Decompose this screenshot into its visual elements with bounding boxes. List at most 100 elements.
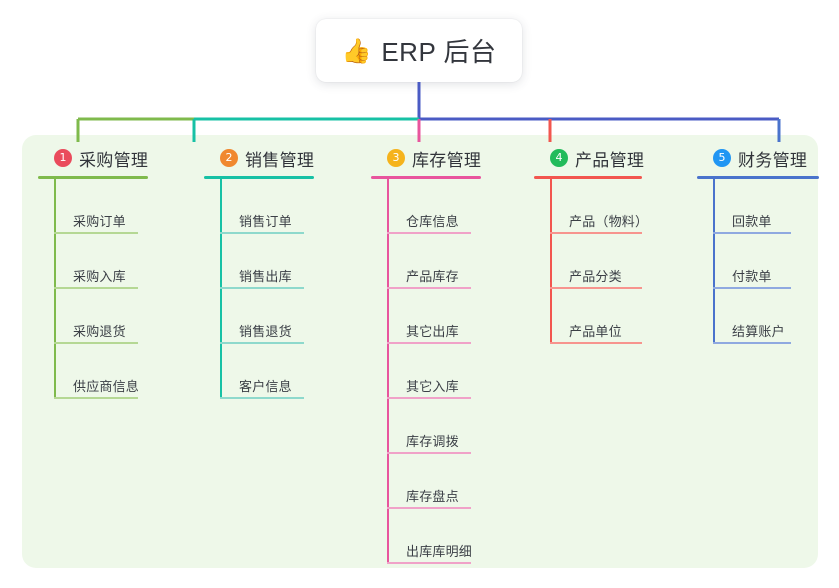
branch-item-underline bbox=[713, 287, 791, 289]
root-node-erp-backend[interactable]: 👍 ERP 后台 bbox=[316, 19, 522, 82]
branch-item-label: 其它入库 bbox=[406, 379, 459, 394]
branch-items: 仓库信息产品库存其它出库其它入库库存调拨库存盘点出库库明细 bbox=[371, 179, 531, 564]
branch-title: 采购管理 bbox=[79, 150, 149, 170]
branch-item-label: 其它出库 bbox=[406, 324, 459, 339]
branch-header-2[interactable]: 2 销售管理 bbox=[204, 146, 364, 170]
branch-item-underline bbox=[387, 287, 471, 289]
branch-item-underline bbox=[54, 397, 138, 399]
branch-item[interactable]: 采购入库 bbox=[38, 234, 198, 289]
branch-item[interactable]: 付款单 bbox=[697, 234, 837, 289]
branch-item-label: 仓库信息 bbox=[406, 214, 459, 229]
branch-number-badge: 4 bbox=[550, 149, 568, 167]
branch-item-underline bbox=[387, 507, 471, 509]
branch-item-underline bbox=[387, 452, 471, 454]
branch-item-label: 产品（物料） bbox=[569, 214, 649, 229]
branch-item[interactable]: 结算账户 bbox=[697, 289, 837, 344]
branch-items: 产品（物料） 产品分类产品单位 bbox=[534, 179, 692, 344]
branch-item[interactable]: 库存调拨 bbox=[371, 399, 531, 454]
branch-item[interactable]: 销售出库 bbox=[204, 234, 364, 289]
branch-item-label: 回款单 bbox=[732, 214, 772, 229]
branch-item[interactable]: 产品库存 bbox=[371, 234, 531, 289]
branch-spine bbox=[387, 179, 389, 564]
branch-item-underline bbox=[713, 232, 791, 234]
branch-item-label: 产品单位 bbox=[569, 324, 622, 339]
branch-number-badge: 2 bbox=[220, 149, 238, 167]
branch-header-1[interactable]: 1 采购管理 bbox=[38, 146, 198, 170]
branch-spine bbox=[220, 179, 222, 399]
branch-item[interactable]: 产品单位 bbox=[534, 289, 692, 344]
branch-spine bbox=[54, 179, 56, 399]
branch-underline bbox=[204, 176, 314, 179]
branch-underline bbox=[534, 176, 642, 179]
branch-number-badge: 5 bbox=[713, 149, 731, 167]
branch-item-label: 销售出库 bbox=[239, 269, 292, 284]
branch-item-label: 库存调拨 bbox=[406, 434, 459, 449]
branch-item-label: 产品分类 bbox=[569, 269, 622, 284]
branch-title: 库存管理 bbox=[412, 150, 482, 170]
branch-item[interactable]: 出库库明细 bbox=[371, 509, 531, 564]
branch-item[interactable]: 其它入库 bbox=[371, 344, 531, 399]
branch-item-label: 结算账户 bbox=[732, 324, 785, 339]
branch-item[interactable]: 销售退货 bbox=[204, 289, 364, 344]
branch-item-underline bbox=[713, 342, 791, 344]
branch-item-label: 客户信息 bbox=[239, 379, 292, 394]
branch-column-4: 4 产品管理产品（物料） 产品分类产品单位 bbox=[534, 146, 692, 344]
branch-items: 回款单付款单结算账户 bbox=[697, 179, 837, 344]
branch-title: 销售管理 bbox=[245, 150, 315, 170]
branch-title: 财务管理 bbox=[738, 150, 808, 170]
branch-item-label: 产品库存 bbox=[406, 269, 459, 284]
branch-item-label: 销售订单 bbox=[239, 214, 292, 229]
branch-item[interactable]: 产品（物料） bbox=[534, 179, 692, 234]
branch-item-label: 付款单 bbox=[732, 269, 772, 284]
branch-item-underline bbox=[54, 287, 138, 289]
branch-column-2: 2 销售管理销售订单销售出库销售退货客户信息 bbox=[204, 146, 364, 399]
branch-item-label: 采购入库 bbox=[73, 269, 126, 284]
branch-number-badge: 1 bbox=[54, 149, 72, 167]
branch-item-underline bbox=[550, 232, 642, 234]
branch-number-badge: 3 bbox=[387, 149, 405, 167]
branch-item-underline bbox=[550, 342, 642, 344]
branch-item[interactable]: 库存盘点 bbox=[371, 454, 531, 509]
branch-item-label: 库存盘点 bbox=[406, 489, 459, 504]
branch-header-4[interactable]: 4 产品管理 bbox=[534, 146, 692, 170]
branch-item[interactable]: 销售订单 bbox=[204, 179, 364, 234]
branch-header-3[interactable]: 3 库存管理 bbox=[371, 146, 531, 170]
branch-item-underline bbox=[220, 287, 304, 289]
branch-item[interactable]: 其它出库 bbox=[371, 289, 531, 344]
branch-item-underline bbox=[220, 342, 304, 344]
branch-item-underline bbox=[550, 287, 642, 289]
branch-item[interactable]: 回款单 bbox=[697, 179, 837, 234]
branch-item[interactable]: 仓库信息 bbox=[371, 179, 531, 234]
branch-title: 产品管理 bbox=[575, 150, 645, 170]
branch-item[interactable]: 产品分类 bbox=[534, 234, 692, 289]
branch-item-underline bbox=[54, 232, 138, 234]
branch-spine bbox=[713, 179, 715, 344]
branch-item-label: 采购退货 bbox=[73, 324, 126, 339]
branch-item[interactable]: 供应商信息 bbox=[38, 344, 198, 399]
branch-item-label: 出库库明细 bbox=[406, 544, 473, 559]
branch-spine bbox=[550, 179, 552, 344]
root-node-title: ERP 后台 bbox=[381, 37, 497, 67]
branch-item-underline bbox=[387, 342, 471, 344]
branch-item-label: 供应商信息 bbox=[73, 379, 140, 394]
branch-item[interactable]: 客户信息 bbox=[204, 344, 364, 399]
diagram-background-panel bbox=[22, 135, 818, 568]
branch-item-underline bbox=[387, 397, 471, 399]
branch-column-3: 3 库存管理仓库信息产品库存其它出库其它入库库存调拨库存盘点出库库明细 bbox=[371, 146, 531, 564]
branch-item-underline bbox=[387, 562, 471, 564]
branch-item-underline bbox=[220, 232, 304, 234]
thumbs-up-icon: 👍 bbox=[341, 37, 372, 65]
branch-underline bbox=[38, 176, 148, 179]
branch-item-underline bbox=[220, 397, 304, 399]
branch-items: 采购订单采购入库采购退货供应商信息 bbox=[38, 179, 198, 399]
branch-item-label: 采购订单 bbox=[73, 214, 126, 229]
branch-header-5[interactable]: 5 财务管理 bbox=[697, 146, 837, 170]
branch-underline bbox=[371, 176, 481, 179]
branch-item[interactable]: 采购订单 bbox=[38, 179, 198, 234]
branch-item[interactable]: 采购退货 bbox=[38, 289, 198, 344]
branch-underline bbox=[697, 176, 819, 179]
branch-item-label: 销售退货 bbox=[239, 324, 292, 339]
branch-column-5: 5 财务管理回款单付款单结算账户 bbox=[697, 146, 837, 344]
branch-item-underline bbox=[387, 232, 471, 234]
branch-column-1: 1 采购管理采购订单采购入库采购退货供应商信息 bbox=[38, 146, 198, 399]
